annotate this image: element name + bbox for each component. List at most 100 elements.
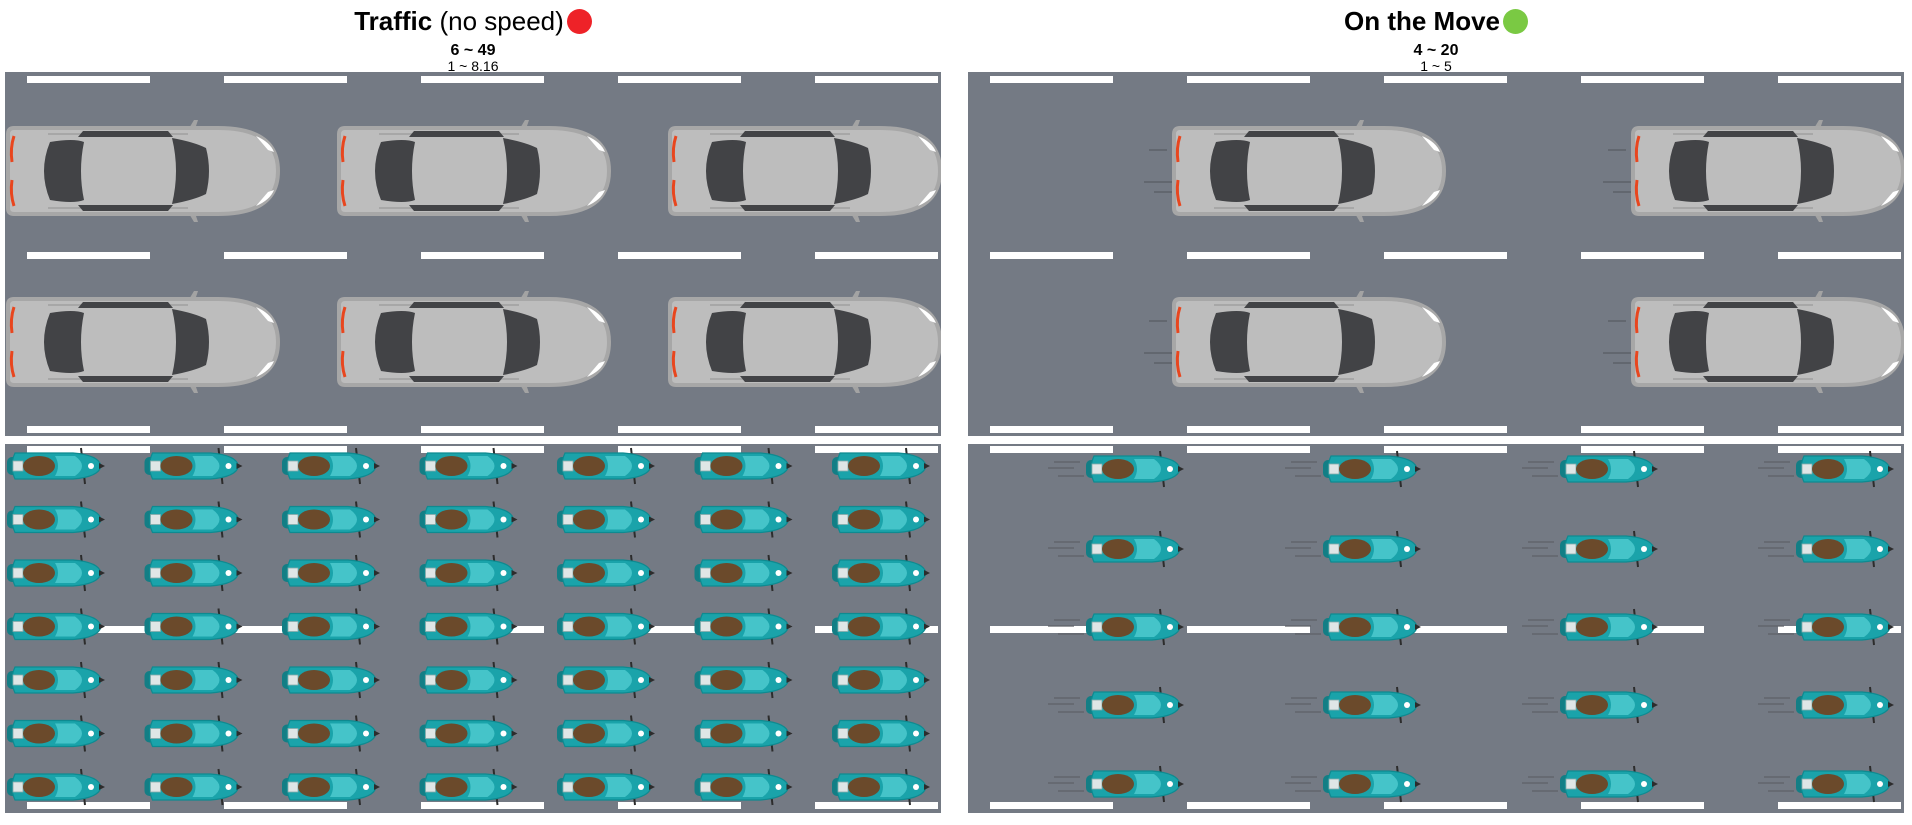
motorbike-icon (832, 554, 930, 592)
scooter-headlight (913, 677, 919, 683)
seat (848, 670, 880, 690)
front-wheel (1652, 781, 1658, 787)
seat (160, 777, 193, 797)
lane-marking (1778, 426, 1901, 433)
tail-light (1175, 350, 1182, 378)
floorboard (1608, 617, 1635, 637)
scooter-headlight (775, 516, 782, 523)
motorbike-icon (144, 768, 243, 806)
motorbike-icon (144, 608, 243, 645)
scooter-headlight (1877, 466, 1883, 472)
rear-window (44, 311, 84, 373)
front-wheel (374, 623, 380, 630)
front-wheel (649, 516, 655, 523)
lane-marking (990, 802, 1113, 809)
rear-window (1210, 311, 1250, 373)
traffic-title-bold: Traffic (354, 6, 433, 36)
motorbike-icon (419, 661, 518, 699)
green-status-dot-icon (1503, 9, 1528, 34)
lane-marking (1581, 802, 1704, 809)
seat (435, 723, 468, 744)
floorboard (880, 509, 907, 530)
scooter-headlight (363, 463, 369, 469)
floorboard (1134, 459, 1161, 479)
scooter-headlight (1641, 546, 1647, 552)
scooter-headlight (638, 677, 644, 683)
front-wheel (374, 677, 380, 683)
scooter-headlight (363, 570, 369, 576)
rack (1565, 543, 1577, 555)
seat (1339, 539, 1371, 559)
scooter-headlight (913, 623, 919, 630)
headlight (587, 190, 605, 206)
rack (1328, 463, 1340, 475)
floorboard (467, 616, 495, 637)
scooter-headlight (638, 784, 644, 790)
motorbike-icon (282, 608, 380, 645)
scooter-headlight (638, 570, 644, 576)
lane-marking (1187, 76, 1310, 83)
floorboard (467, 723, 495, 744)
lane-marking (224, 426, 347, 433)
tail-light (340, 306, 347, 334)
floorboard (742, 670, 770, 690)
headlight (256, 136, 274, 152)
scooter-headlight (1167, 466, 1173, 472)
motorbike-icon (694, 501, 793, 538)
front-wheel (1652, 546, 1658, 552)
seat (573, 777, 605, 797)
motorbike-icon (1522, 450, 1658, 488)
floorboard (467, 509, 495, 530)
motorbike-icon (7, 661, 105, 699)
traffic-sub-ratio: 1 ~ 8.16 (447, 58, 499, 74)
moving-panel-header: On the Move 4 ~ 20 1 ~ 5 (968, 0, 1904, 73)
floorboard (742, 563, 770, 583)
rack (1091, 699, 1103, 711)
motorbike-icon (1285, 686, 1421, 724)
rack (837, 460, 849, 472)
rack (150, 621, 161, 632)
seat (435, 456, 468, 476)
headlight (256, 361, 274, 377)
floorboard (55, 456, 82, 476)
seat (435, 777, 468, 797)
lane-marking (27, 426, 150, 433)
scooter-headlight (500, 516, 507, 523)
floorboard (330, 563, 357, 583)
rack (12, 621, 24, 632)
scooter-headlight (363, 730, 369, 737)
front-wheel (236, 784, 243, 790)
lane-marking (224, 76, 347, 83)
seat (298, 616, 330, 637)
seat (573, 563, 605, 583)
floorboard (192, 563, 220, 583)
lane-marking (815, 252, 938, 259)
floorboard (1608, 539, 1635, 559)
rack (700, 621, 711, 632)
motorbike-icon (832, 501, 930, 538)
headlight (918, 136, 936, 152)
floorboard (330, 777, 357, 797)
rear-window (706, 140, 746, 202)
seat (1812, 617, 1844, 637)
motorbike-icon (144, 661, 243, 699)
motorbike-icon (1758, 450, 1894, 488)
floorboard (880, 616, 907, 637)
side-window (1703, 302, 1798, 308)
rear-window (1669, 311, 1709, 373)
side-window (409, 205, 504, 211)
seat (848, 616, 880, 637)
headlight (1422, 190, 1440, 206)
motorbike-icon (694, 554, 793, 592)
seat (298, 563, 330, 583)
rack (562, 460, 574, 472)
rack (700, 728, 711, 739)
scooter-headlight (500, 677, 507, 683)
motorbike-icon (144, 501, 243, 538)
seat (1102, 617, 1134, 637)
lane-marking (1187, 426, 1310, 433)
motorbike-icon (1048, 765, 1184, 803)
front-wheel (786, 516, 793, 523)
motorbike-icon (1758, 765, 1894, 803)
seat (435, 616, 468, 637)
